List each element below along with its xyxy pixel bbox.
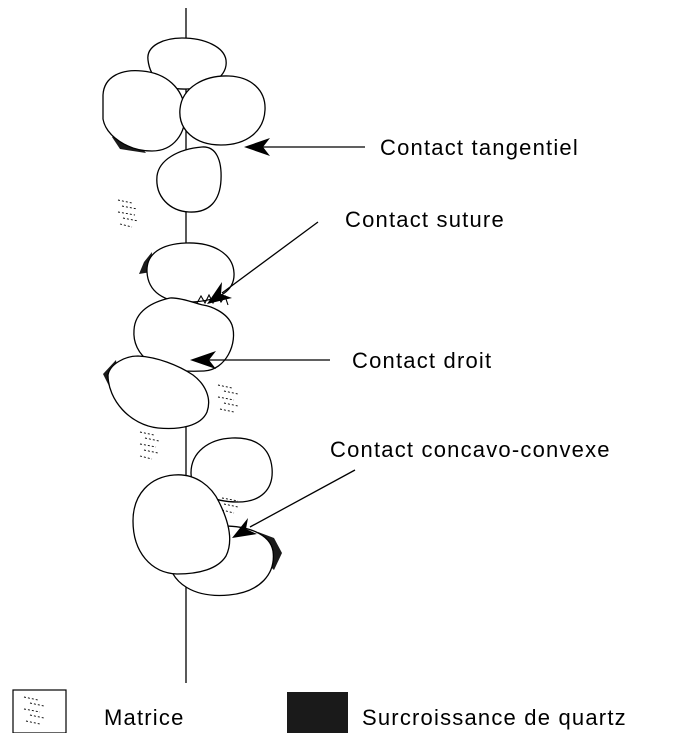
label-contact-tangentiel: Contact tangentiel <box>380 135 579 160</box>
grain-group <box>103 38 273 595</box>
legend: Matrice Surcroissance de quartz <box>13 690 627 733</box>
label-contact-droit: Contact droit <box>352 348 492 373</box>
arrow-droit <box>190 351 330 369</box>
matrix-patch <box>140 432 159 459</box>
matrix-patch <box>118 200 138 227</box>
label-contact-concavo-convexe: Contact concavo-convexe <box>330 437 611 462</box>
grain <box>180 76 265 145</box>
legend-overgrowth-swatch <box>287 692 348 733</box>
label-contact-suture: Contact suture <box>345 207 505 232</box>
matrix-patch <box>218 385 238 412</box>
legend-matrix-swatch <box>13 690 66 733</box>
legend-overgrowth-label: Surcroissance de quartz <box>362 705 627 730</box>
grain <box>157 147 221 212</box>
arrow-tangentiel <box>244 138 365 156</box>
legend-matrix-label: Matrice <box>104 705 185 730</box>
